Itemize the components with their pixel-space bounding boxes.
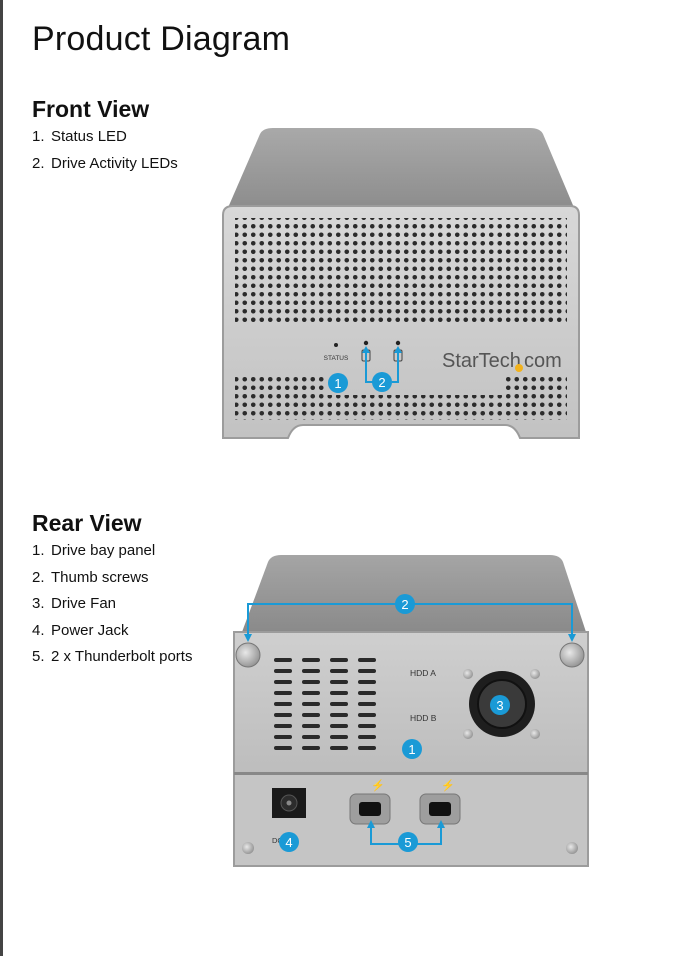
rear-view-device-photo: HDD A HDD B DC 12V ⚡ ⚡ 2 3 1 4 5 xyxy=(233,555,589,867)
svg-text:2: 2 xyxy=(378,375,385,390)
brand-logo-dot xyxy=(515,364,523,372)
callout-2-arrowhead-b xyxy=(394,346,402,353)
front-view-list: 1.Status LED 2.Drive Activity LEDs xyxy=(32,124,178,177)
hdd-a-label: HDD A xyxy=(410,668,436,678)
status-led-label: STATUS xyxy=(324,355,349,362)
callout-5-arrowhead-left xyxy=(367,820,375,828)
callout-1-status-led xyxy=(328,373,348,393)
corner-screw-right xyxy=(566,842,578,854)
rear-view-item-thunderbolt-ports: 5.2 x Thunderbolt ports xyxy=(32,648,193,665)
page-title: Product Diagram xyxy=(32,20,291,58)
front-lower-vent-right xyxy=(505,375,567,420)
drive-a-activity-led xyxy=(363,340,369,346)
rear-vent-slots xyxy=(274,658,376,750)
front-view-heading: Front View xyxy=(32,96,150,122)
callout-5-arrowhead-right xyxy=(437,820,445,828)
callout-2-arrowhead-right xyxy=(568,634,576,642)
front-view-device-photo: STATUS StarTech com 1 2 xyxy=(222,128,580,439)
status-led xyxy=(334,343,338,347)
svg-text:1: 1 xyxy=(334,376,341,391)
callout-2-arrow-b xyxy=(392,348,399,383)
thumb-screw-left xyxy=(235,642,261,668)
rear-view-item-drive-fan: 3.Drive Fan xyxy=(32,595,117,612)
rear-view-item-power-jack: 4.Power Jack xyxy=(32,621,129,639)
page-left-border xyxy=(0,0,3,956)
thumb-screw-right xyxy=(559,642,585,668)
thunderbolt-icon-1: ⚡ xyxy=(371,779,385,792)
svg-text:4: 4 xyxy=(285,835,292,850)
callout-3-drive-fan xyxy=(490,695,510,715)
svg-text:5: 5 xyxy=(404,835,411,850)
brand-logo-com: com xyxy=(524,350,562,372)
rear-view-heading: Rear View xyxy=(32,510,142,536)
svg-text:1: 1 xyxy=(408,742,415,757)
front-view-item-drive-activity-leds: 2.Drive Activity LEDs xyxy=(32,154,178,172)
panel-divider xyxy=(234,772,588,775)
svg-text:2: 2 xyxy=(401,597,408,612)
front-lower-vent-left xyxy=(235,375,325,420)
front-view-item-status-led: 1.Status LED xyxy=(32,128,127,145)
front-upper-vent-grille xyxy=(235,218,567,326)
front-lower-vent-center xyxy=(325,395,505,420)
callout-1-drive-bay-panel xyxy=(402,739,422,759)
hdd-b-label: HDD B xyxy=(410,713,437,723)
corner-screw-left xyxy=(242,842,254,854)
front-chassis-top xyxy=(227,128,575,210)
rear-port-panel xyxy=(233,773,589,867)
callout-2-arrowhead-left xyxy=(244,634,252,642)
rear-chassis-top xyxy=(242,555,586,632)
thunderbolt-icon-2: ⚡ xyxy=(441,779,455,792)
callout-2-thumb-screws xyxy=(395,594,415,614)
callout-2-arrowhead-a xyxy=(362,346,370,353)
rear-view-item-thumb-screws: 2.Thumb screws xyxy=(32,568,149,586)
callout-2-drive-activity-leds xyxy=(372,372,392,392)
svg-text:3: 3 xyxy=(496,698,503,713)
callout-5-thunderbolt-ports xyxy=(398,832,418,852)
drive-b-activity-led xyxy=(395,340,401,346)
brand-logo-startech: StarTech xyxy=(442,350,521,372)
rear-view-item-drive-bay-panel: 1.Drive bay panel xyxy=(32,542,156,559)
rear-view-list: 1.Drive bay panel 2.Thumb screws 3.Drive… xyxy=(32,538,192,671)
callout-4-power-jack xyxy=(279,832,299,852)
